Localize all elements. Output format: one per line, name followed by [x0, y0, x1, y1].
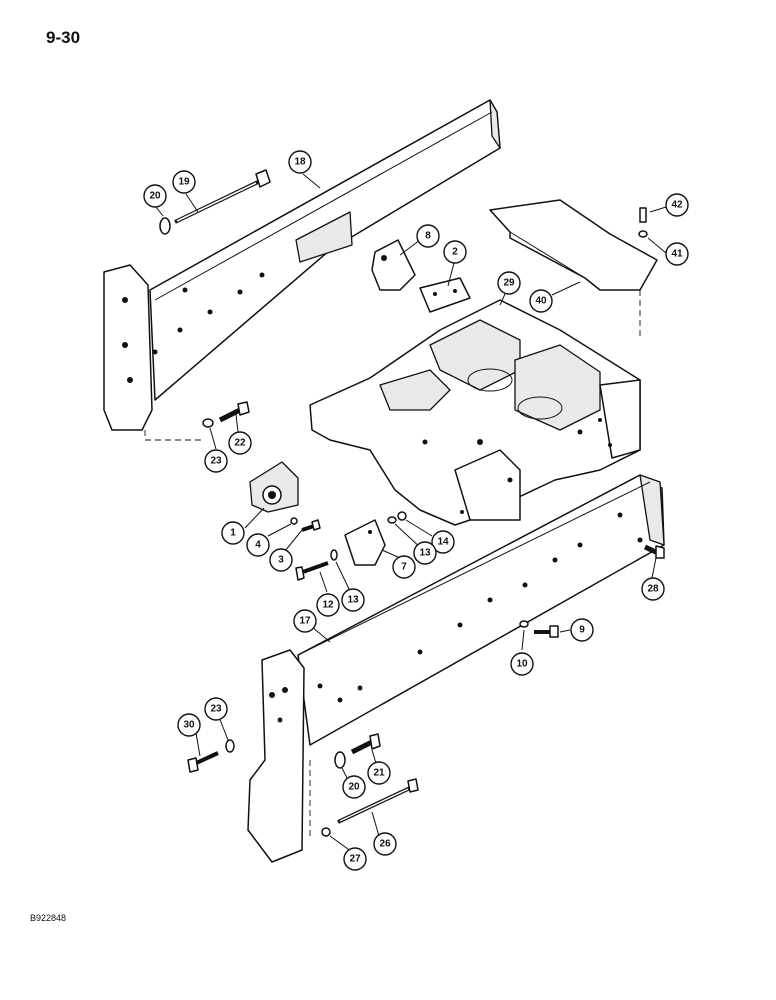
callout-27: 27	[343, 847, 367, 871]
svg-text:14: 14	[437, 537, 449, 548]
bolt-30	[187, 751, 219, 773]
bolt-21	[350, 733, 381, 755]
callout-20: 20	[143, 184, 167, 208]
bolt-22	[218, 401, 250, 423]
svg-text:41: 41	[671, 249, 683, 260]
front-support-casting-29	[309, 299, 641, 526]
callout-23-upper: 23	[204, 449, 228, 473]
callout-30: 30	[177, 713, 201, 737]
svg-text:42: 42	[671, 200, 683, 211]
washer-13-upper	[387, 516, 397, 524]
shield-plate-40	[489, 199, 658, 338]
callout-29: 29	[497, 271, 521, 295]
svg-text:7: 7	[401, 562, 407, 573]
svg-text:18: 18	[294, 157, 306, 168]
bolt-12	[295, 561, 329, 581]
svg-text:12: 12	[322, 600, 334, 611]
callout-4: 4	[246, 533, 270, 557]
callout-3: 3	[269, 548, 293, 572]
washer-27	[321, 827, 331, 837]
callout-17: 17	[293, 609, 317, 633]
callout-18: 18	[288, 150, 312, 174]
washer-13-lower	[330, 549, 338, 561]
svg-text:10: 10	[516, 659, 528, 670]
callout-21: 21	[367, 761, 391, 785]
bolt-28	[643, 544, 665, 559]
callout-9: 9	[570, 618, 594, 642]
callout-23-lower: 23	[204, 697, 228, 721]
callout-42: 42	[665, 193, 689, 217]
svg-text:23: 23	[210, 456, 222, 467]
callout-40: 40	[529, 289, 553, 313]
callout-10: 10	[510, 652, 534, 676]
svg-text:9: 9	[579, 625, 585, 636]
bracket-8	[371, 239, 416, 291]
svg-text:26: 26	[379, 839, 391, 850]
svg-text:28: 28	[647, 584, 659, 595]
svg-text:21: 21	[373, 768, 385, 779]
bracket-7	[344, 519, 386, 566]
svg-text:20: 20	[149, 191, 161, 202]
callout-13-upper: 13	[413, 541, 437, 565]
svg-text:22: 22	[234, 438, 246, 449]
svg-text:13: 13	[419, 548, 431, 559]
svg-text:30: 30	[183, 720, 195, 731]
washer-10	[519, 620, 529, 628]
svg-text:8: 8	[425, 231, 431, 242]
svg-text:1: 1	[230, 528, 236, 539]
bolt-9	[534, 625, 559, 638]
side-rail-17	[247, 474, 665, 863]
svg-text:23: 23	[210, 704, 222, 715]
callout-1: 1	[221, 521, 245, 545]
callout-7: 7	[392, 555, 416, 579]
page-number: 9-30	[46, 28, 81, 47]
bolt-42	[639, 207, 647, 223]
svg-text:2: 2	[452, 247, 458, 258]
figure-id: B922848	[30, 913, 67, 923]
callout-19: 19	[172, 170, 196, 194]
svg-text:4: 4	[255, 540, 261, 551]
svg-text:17: 17	[299, 616, 311, 627]
svg-text:27: 27	[349, 854, 361, 865]
bolt-26	[337, 778, 419, 824]
washer-41	[638, 230, 648, 238]
side-rail-18	[103, 99, 501, 441]
washer-23-upper	[202, 418, 214, 428]
svg-text:20: 20	[348, 782, 360, 793]
bolt-19	[174, 169, 271, 224]
svg-text:40: 40	[535, 296, 547, 307]
washer-20-lower	[334, 751, 346, 769]
bolt-3	[301, 519, 321, 532]
callout-20-lower: 20	[342, 775, 366, 799]
callout-28: 28	[641, 577, 665, 601]
callout-8: 8	[416, 224, 440, 248]
callouts: 18 19 20 8 2 42 41 29 40 22 23 1 4 3 14 …	[143, 150, 689, 871]
svg-text:13: 13	[347, 595, 359, 606]
callout-12: 12	[316, 593, 340, 617]
plate-2	[419, 277, 471, 313]
washer-23-lower	[225, 739, 235, 753]
svg-text:19: 19	[178, 177, 190, 188]
washer-20	[159, 217, 171, 235]
callout-41: 41	[665, 242, 689, 266]
callout-22: 22	[228, 431, 252, 455]
callout-26: 26	[373, 832, 397, 856]
svg-text:3: 3	[278, 555, 284, 566]
callout-2: 2	[443, 240, 467, 264]
callout-14: 14	[431, 530, 455, 554]
nut-14	[397, 511, 407, 521]
callout-13-lower: 13	[341, 588, 365, 612]
mount-block-1	[249, 461, 299, 513]
svg-text:29: 29	[503, 278, 515, 289]
washer-4	[290, 517, 298, 525]
